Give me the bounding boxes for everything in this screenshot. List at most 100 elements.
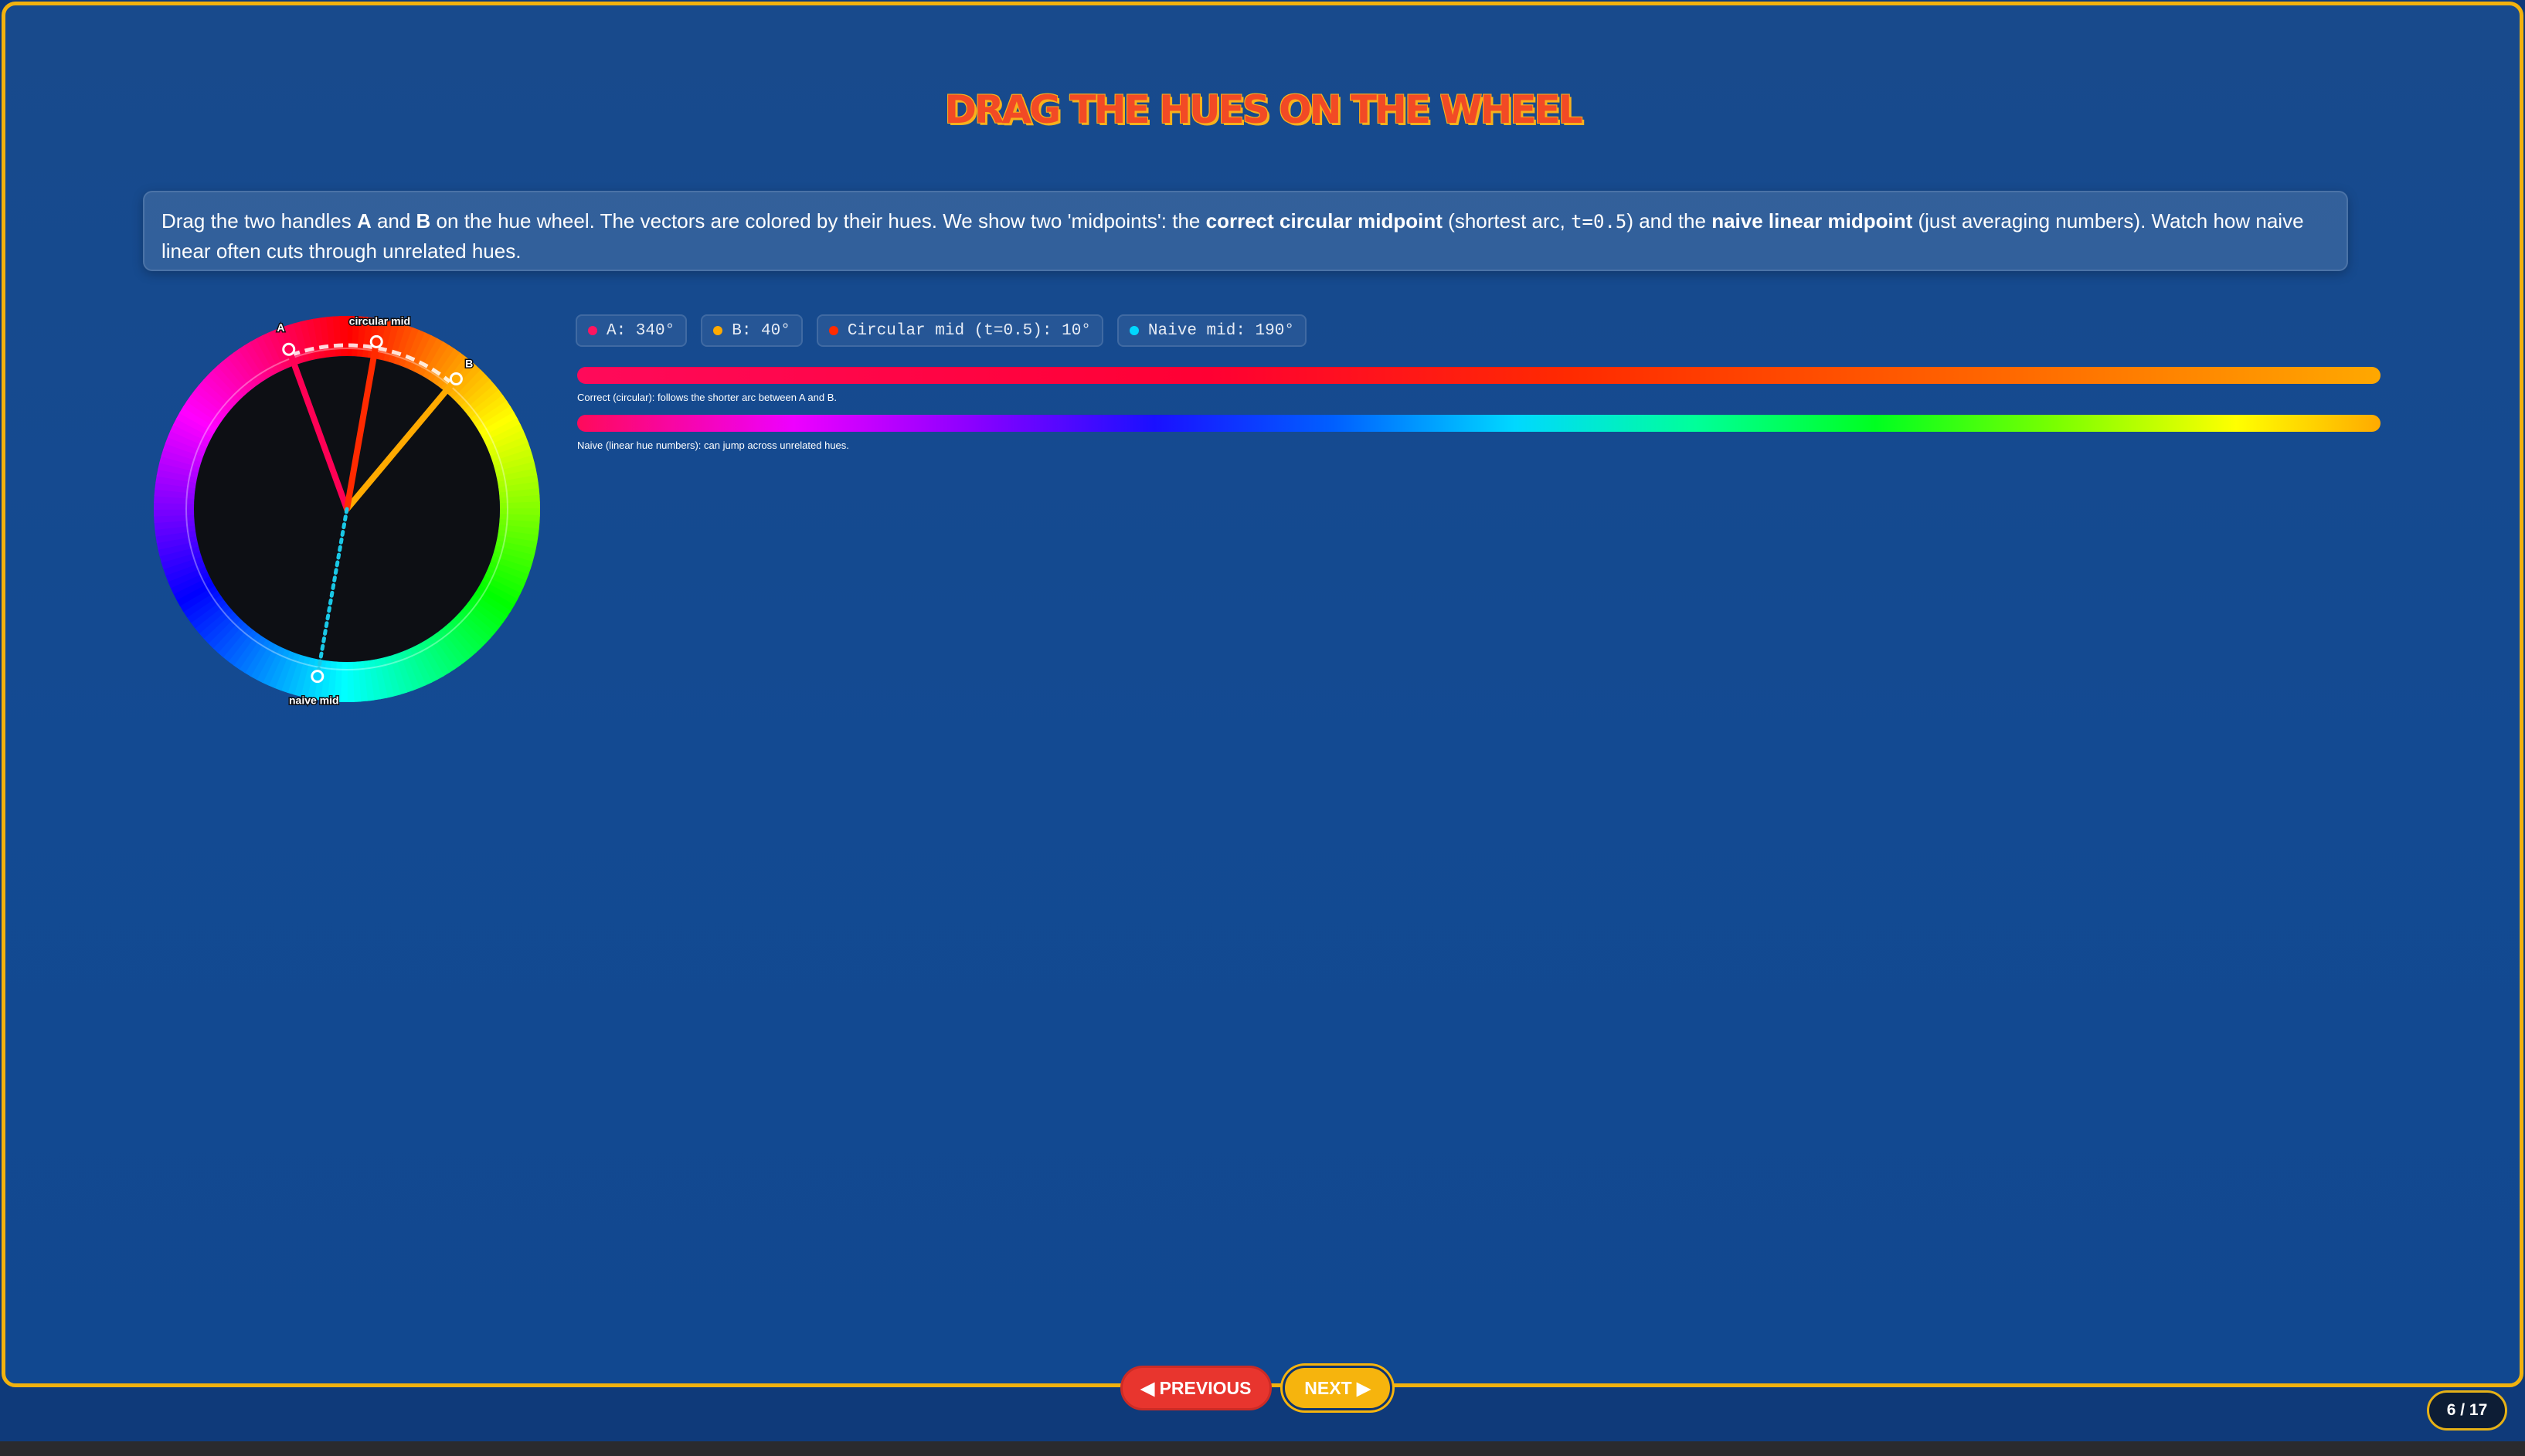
- hue-segment: [207, 615, 241, 649]
- hue-segment: [233, 348, 262, 386]
- hue-segment: [492, 550, 533, 570]
- hue-segment: [488, 561, 529, 582]
- hue-segment: [498, 519, 540, 530]
- color-dot-icon: [828, 326, 838, 335]
- hue-wheel-svg[interactable]: A B circular mid naive mid: [152, 311, 542, 713]
- hue-segment: [467, 389, 504, 420]
- label-b: B: [465, 358, 473, 370]
- hue-segment: [427, 344, 456, 383]
- color-dot-icon: [713, 326, 723, 335]
- hue-segment: [162, 555, 204, 576]
- hue-segment: [250, 338, 276, 377]
- hue-segment: [453, 369, 487, 403]
- hue-segment: [362, 660, 375, 701]
- desc-naive-term: naive linear midpoint: [1711, 209, 1913, 232]
- hue-segment: [352, 661, 362, 702]
- hue-segment: [179, 585, 218, 613]
- hue-segment: [399, 650, 420, 691]
- hue-segment: [154, 488, 195, 499]
- hue-segment: [250, 641, 276, 680]
- hue-segment: [432, 348, 461, 386]
- handle-b[interactable]: [449, 372, 463, 385]
- hue-segment: [274, 650, 295, 691]
- hue-segment: [179, 406, 218, 433]
- hue-segment: [165, 436, 206, 457]
- hue-segment: [453, 615, 487, 649]
- hue-segment: [306, 318, 321, 360]
- hue-segment: [481, 417, 522, 443]
- naive-bar-caption: Naive (linear hue numbers): can jump acr…: [577, 440, 849, 451]
- hue-segment: [436, 629, 467, 666]
- hue-segment: [238, 344, 267, 383]
- hue-segment: [159, 545, 200, 563]
- hue-segment: [286, 323, 306, 364]
- hue-segment: [383, 656, 401, 697]
- hue-segment: [476, 406, 515, 433]
- hue-segment: [488, 436, 529, 457]
- hue-segment: [367, 659, 382, 701]
- naive-gradient-bar: [577, 415, 2381, 432]
- chip-circular-mid-text: Circular mid (t=0.5): 10°: [847, 321, 1091, 340]
- desc-text: ) and the: [1626, 209, 1712, 232]
- hue-segment: [456, 610, 491, 644]
- hue-segment: [432, 632, 461, 670]
- hue-segment: [217, 622, 250, 658]
- hue-segment: [159, 455, 200, 473]
- hue-segment: [286, 654, 306, 695]
- hue-segment: [212, 618, 246, 653]
- hue-segment: [198, 606, 234, 639]
- hue-segment: [383, 321, 401, 362]
- hue-segment: [267, 648, 291, 689]
- vector-a: [285, 346, 350, 512]
- hue-segment: [222, 356, 253, 392]
- hue-segment: [448, 365, 482, 400]
- chip-hue-a-text: A: 340°: [607, 321, 675, 340]
- hue-segment: [155, 524, 196, 537]
- handle-a[interactable]: [282, 342, 296, 356]
- hue-segment: [243, 341, 271, 380]
- hue-segment: [186, 594, 224, 623]
- hue-segment: [423, 638, 450, 677]
- previous-button[interactable]: ◀ PREVIOUS: [1120, 1366, 1272, 1410]
- hue-segment: [261, 646, 286, 686]
- hue-segment: [154, 514, 195, 524]
- hue-segment: [207, 369, 241, 403]
- hue-segment: [393, 652, 414, 694]
- hue-segment: [156, 535, 198, 550]
- hue-segment: [167, 565, 208, 589]
- hue-segment: [346, 661, 355, 702]
- hue-segment: [267, 329, 291, 370]
- hue-segment: [186, 395, 224, 424]
- hue-segment: [460, 606, 496, 639]
- hue-segment: [165, 561, 206, 582]
- hue-segment: [418, 641, 444, 680]
- hue-segment: [255, 643, 280, 684]
- hue-segment: [460, 379, 496, 412]
- hue-segment: [490, 442, 532, 463]
- shortest-arc-path: [290, 343, 454, 385]
- correct-bar-caption: Correct (circular): follows the shorter …: [577, 392, 837, 403]
- hue-segment: [194, 384, 230, 416]
- hue-segment: [158, 461, 199, 478]
- hue-segment: [464, 602, 500, 634]
- hue-segment: [494, 540, 536, 557]
- hue-segment: [473, 400, 511, 429]
- next-button[interactable]: NEXT ▶: [1283, 1366, 1392, 1410]
- hue-segment: [319, 660, 331, 701]
- hue-segment: [498, 481, 539, 494]
- hue-segment: [190, 389, 227, 420]
- hue-segment: [162, 442, 204, 463]
- handle-naive-mid: [311, 670, 325, 684]
- page-counter: 6 / 17: [2427, 1390, 2507, 1431]
- hue-segment: [222, 626, 253, 662]
- hue-segment: [494, 455, 535, 473]
- hue-segment: [467, 598, 504, 629]
- hue-segment: [418, 338, 444, 377]
- hue-segment: [293, 656, 311, 697]
- hue-segment: [479, 412, 518, 438]
- hue-segment: [154, 508, 195, 517]
- hue-wheel[interactable]: A B circular mid naive mid: [152, 311, 542, 713]
- hue-segment: [158, 540, 199, 557]
- hue-segment: [357, 316, 368, 358]
- hue-segment: [190, 598, 227, 629]
